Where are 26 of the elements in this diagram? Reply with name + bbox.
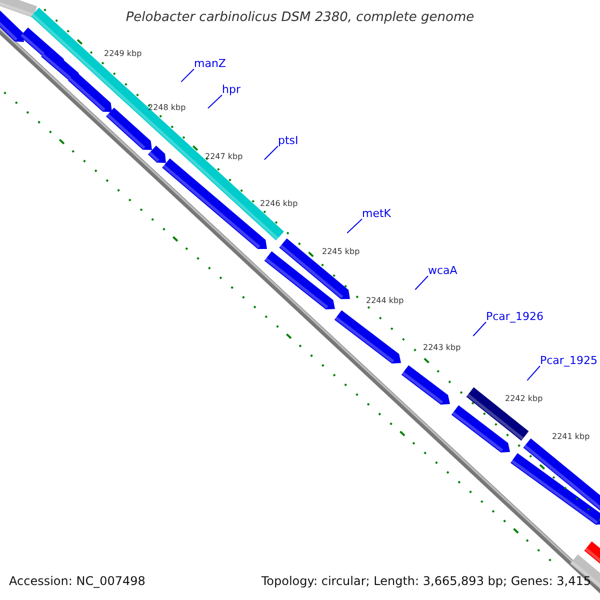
gene-label: Pcar_1926 bbox=[486, 311, 544, 322]
scale-label: 2241 kbp bbox=[552, 433, 590, 441]
scale-label: 2246 kbp bbox=[260, 200, 298, 208]
scale-label: 2242 kbp bbox=[505, 395, 543, 403]
leader-line bbox=[180, 68, 194, 82]
map-title: Pelobacter carbinolicus DSM 2380, complete genome bbox=[124, 11, 476, 24]
scale-label: 2247 kbp bbox=[205, 153, 243, 161]
leader-line bbox=[472, 322, 486, 336]
genome-summary-text: Topology: circular; Length: 3,665,893 bp; Genes: 3,415 bbox=[261, 575, 591, 587]
gene-label: manZ bbox=[194, 58, 226, 69]
scale-label: 2248 kbp bbox=[148, 104, 186, 112]
leader-line bbox=[208, 94, 222, 109]
gene-label: metK bbox=[362, 208, 392, 219]
leader-line bbox=[346, 218, 362, 234]
leader-line bbox=[264, 146, 278, 160]
accession-text: Accession: NC_007498 bbox=[9, 575, 146, 587]
leader-line bbox=[526, 366, 540, 381]
scale-label: 2243 kbp bbox=[423, 344, 461, 352]
gene-label: ptsI bbox=[278, 135, 298, 146]
gene-label: hpr bbox=[222, 84, 240, 95]
gene-label: Pcar_1925 bbox=[540, 355, 598, 366]
scale-label: 2249 kbp bbox=[104, 50, 142, 58]
scale-label: 2245 kbp bbox=[322, 248, 360, 256]
scale-label: 2244 kbp bbox=[366, 297, 404, 305]
gene-label: wcaA bbox=[428, 265, 458, 276]
leader-line bbox=[414, 276, 428, 290]
